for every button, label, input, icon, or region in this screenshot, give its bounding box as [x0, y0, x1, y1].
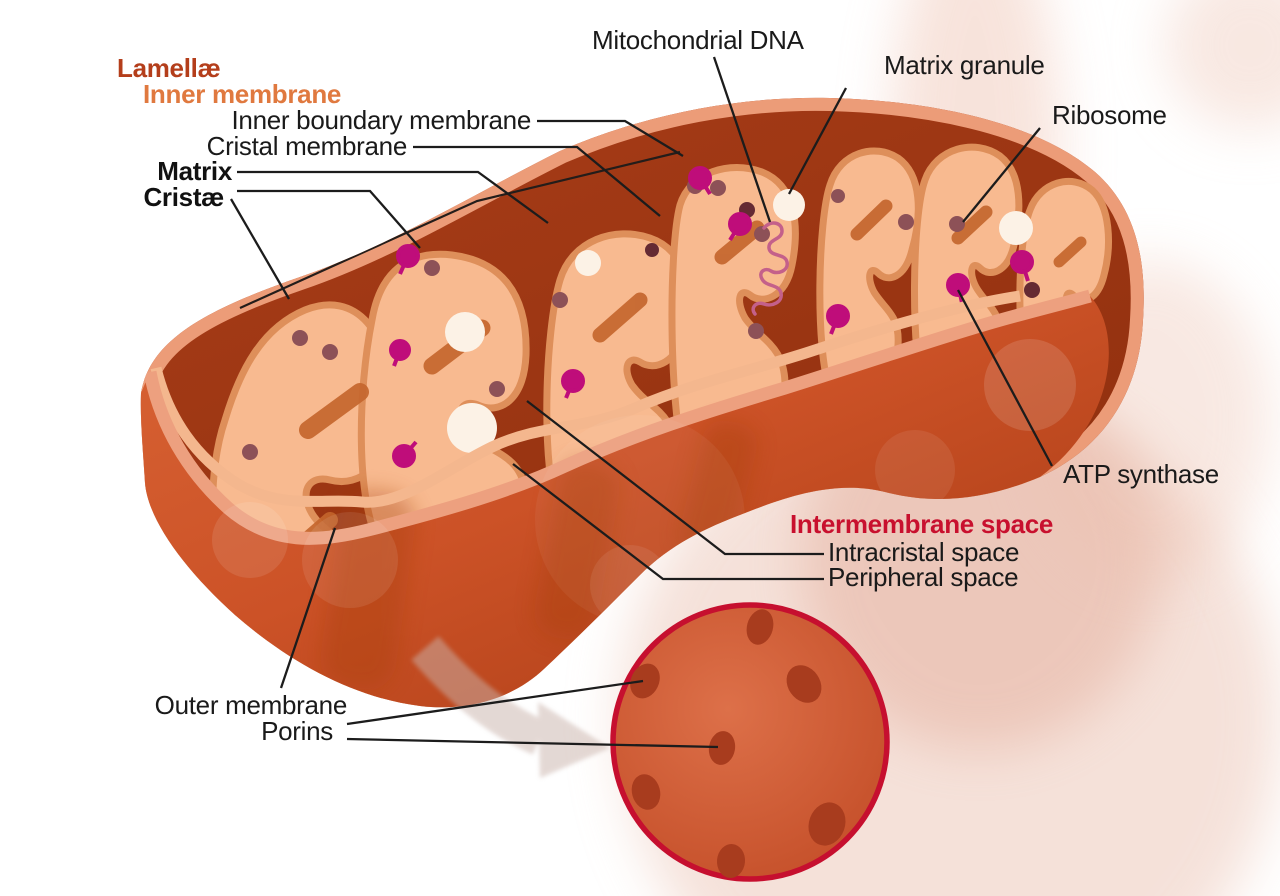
matrix-granules: [445, 189, 1033, 453]
leader-matrix: [237, 170, 549, 224]
outer-membrane-rim-band: [143, 289, 1092, 545]
label-lamellae: Lamellæ: [117, 53, 221, 83]
zoom-arrow: [411, 636, 610, 778]
label-peripheral-space: Peripheral space: [828, 562, 1019, 592]
label-inner-boundary-membrane: Inner boundary membrane: [231, 105, 531, 135]
leader-intracristal-space: [526, 400, 824, 556]
label-intracristal-space: Intracristal space: [828, 537, 1020, 567]
leader-peripheral-space: [512, 463, 824, 581]
inner-boundary-rim-band: [150, 290, 1021, 508]
leader-porins-b: [346, 737, 719, 749]
leader-outer-membrane: [279, 527, 337, 689]
leader-mitochondrial-dna: [712, 56, 772, 223]
label-cristal-membrane: Cristal membrane: [206, 131, 408, 161]
porins-holes: [630, 609, 846, 878]
label-matrix-granule: Matrix granule: [884, 50, 1045, 80]
leader-cristae-b: [230, 198, 290, 300]
label-mitochondrial-dna: Mitochondrial DNA: [592, 25, 804, 55]
leader-matrix-granule: [787, 87, 848, 195]
label-matrix: Matrix: [157, 156, 232, 186]
label-porins: Porins: [261, 716, 333, 746]
porin-inset-circle: [610, 602, 890, 882]
porin-inset: [610, 602, 890, 882]
label-cristae: Cristæ: [143, 182, 224, 212]
leader-porins-a: [346, 679, 644, 726]
label-ribosome: Ribosome: [1052, 100, 1167, 130]
leader-cristae-a: [237, 189, 421, 249]
atp-synthase-particles: [389, 166, 1034, 468]
inner-boundary-trace-line: [239, 150, 681, 310]
leader-inner-boundary-membrane: [537, 119, 684, 157]
leader-cristal-membrane: [413, 145, 661, 217]
label-outer-membrane: Outer membrane: [154, 690, 348, 720]
mitochondrial-dna-strand: [751, 221, 789, 316]
label-inner-membrane: Inner membrane: [143, 79, 342, 109]
label-intermembrane-space: Intermembrane space: [790, 509, 1054, 539]
label-atp-synthase: ATP synthase: [1063, 459, 1219, 489]
leader-lines: [230, 56, 1054, 749]
leader-atp-synthase: [956, 289, 1054, 467]
leader-ribosome: [962, 127, 1041, 223]
